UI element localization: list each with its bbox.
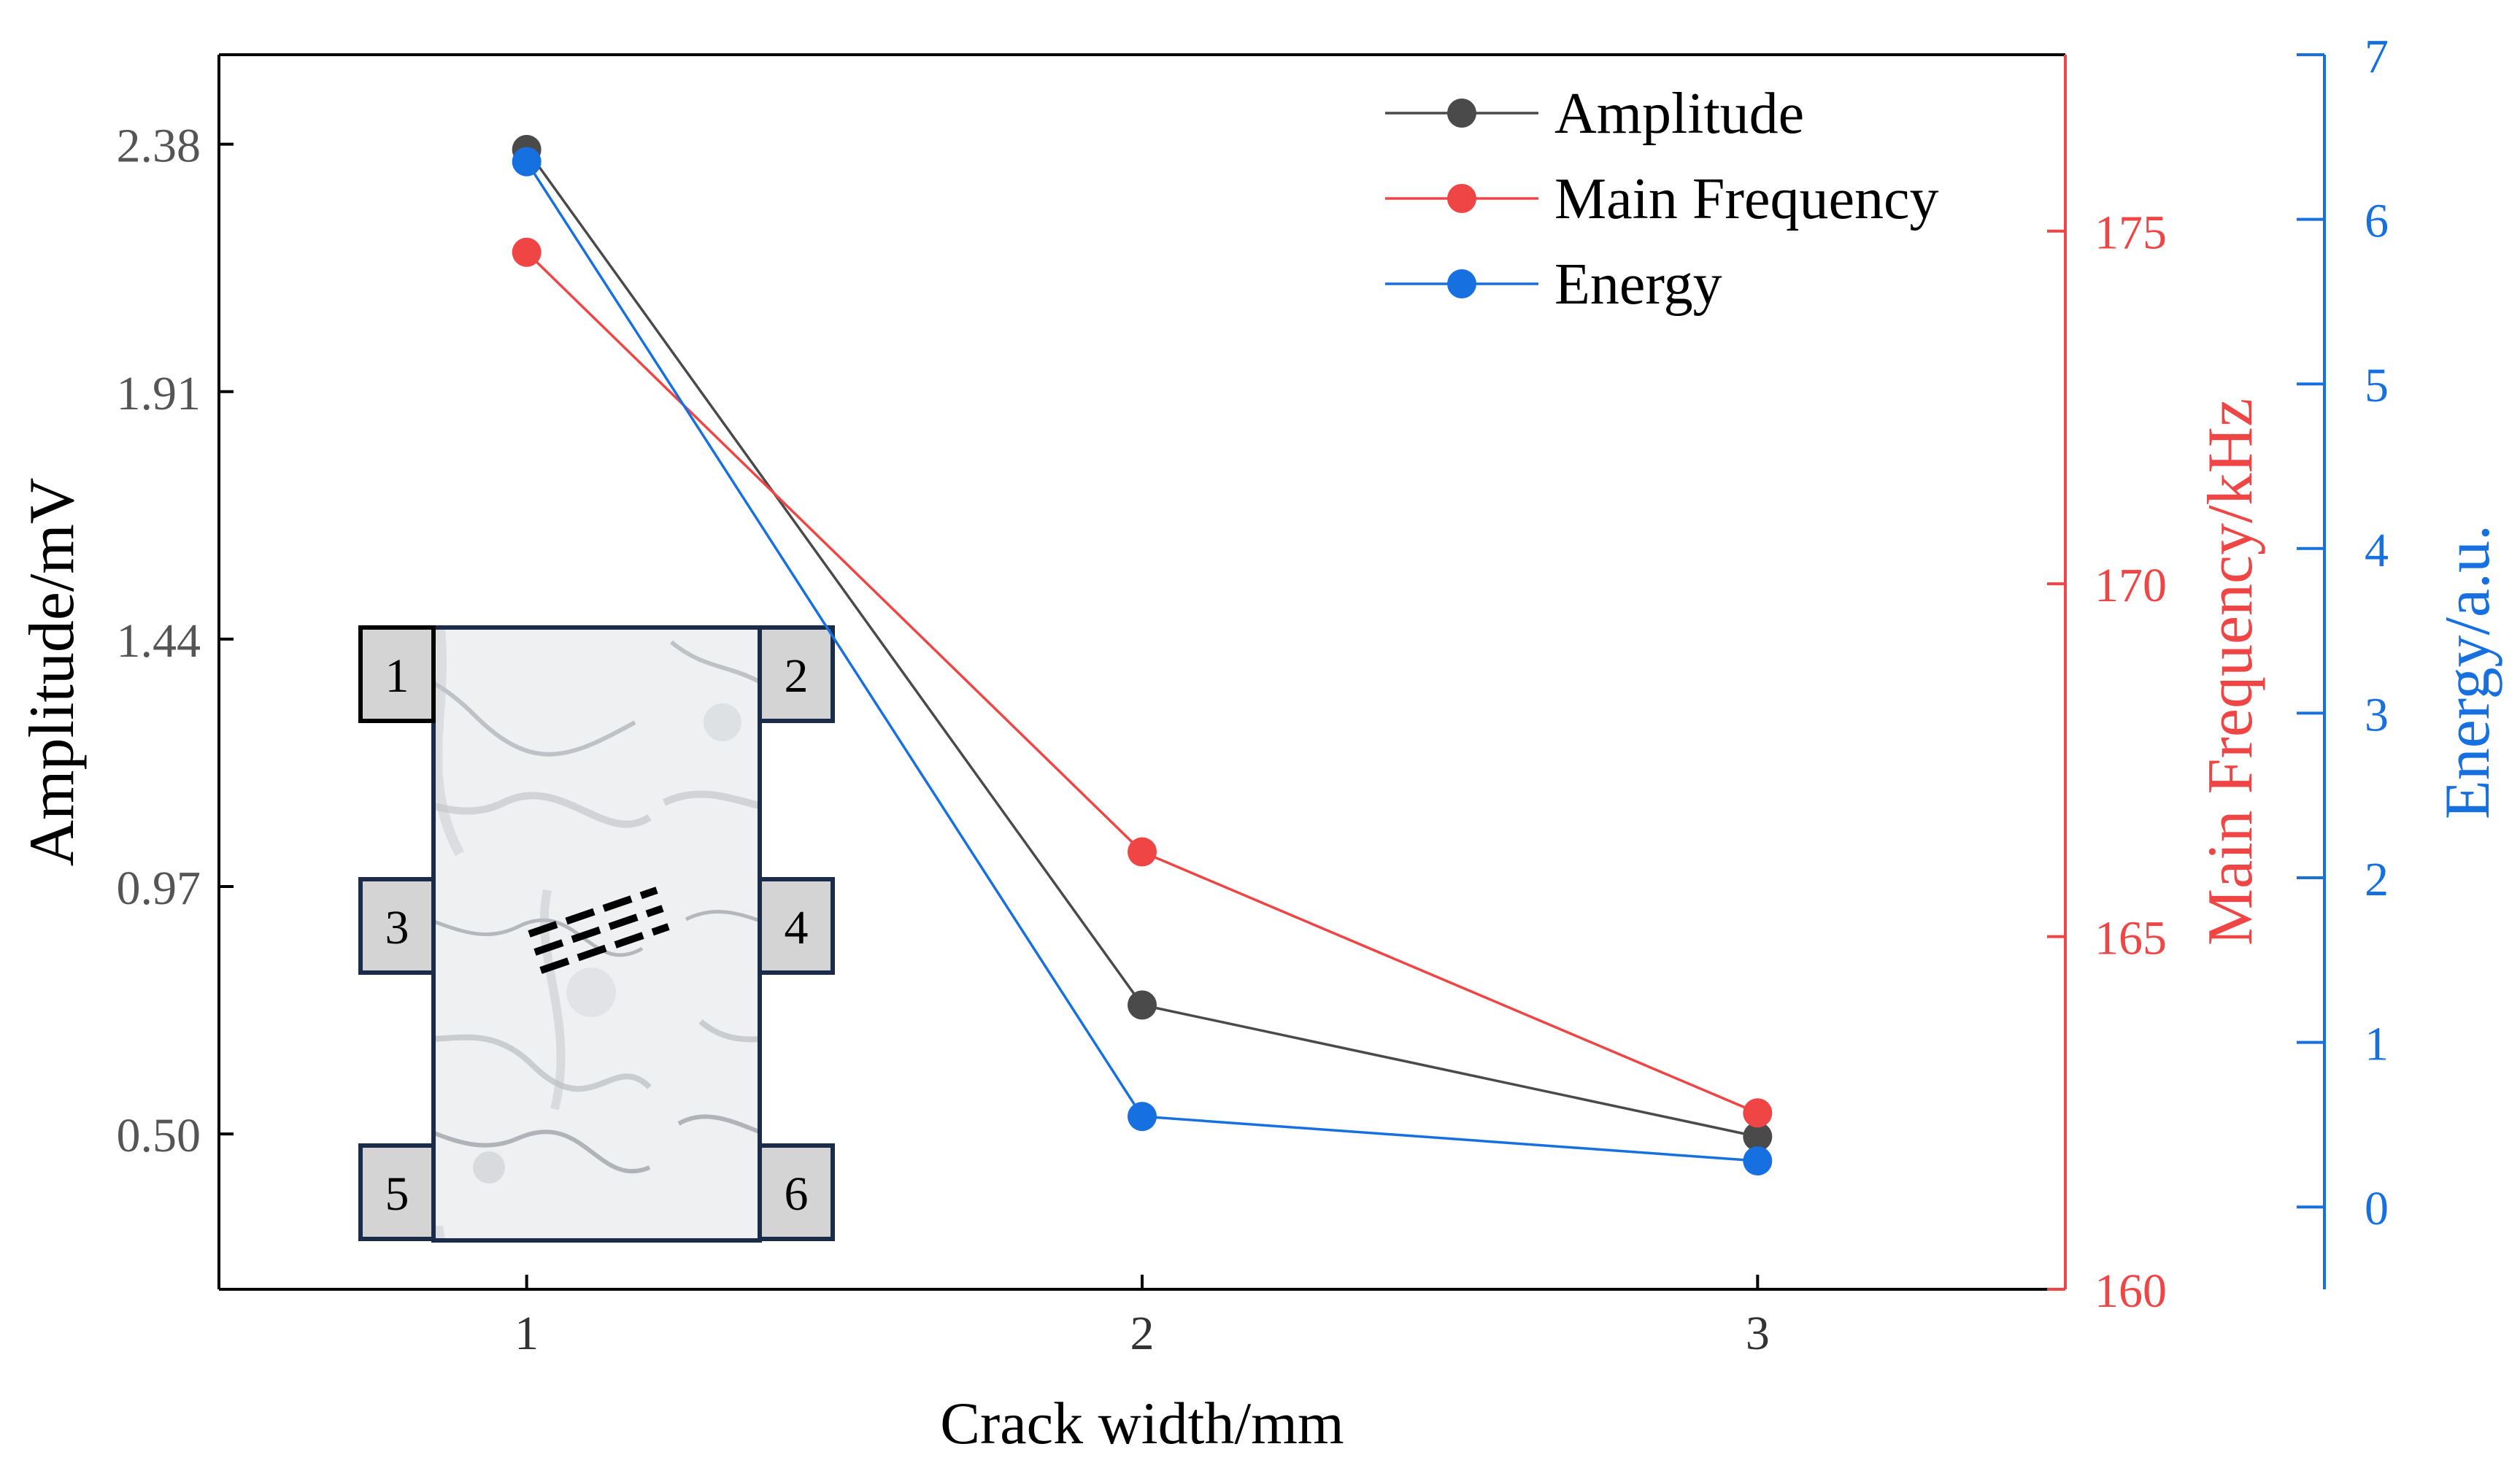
x-tick-label: 2 — [1130, 1307, 1155, 1360]
sensor-4 — [758, 877, 835, 975]
crack-mark-3 — [539, 923, 670, 974]
data-point-main-frequency-3 — [1743, 1098, 1773, 1128]
sensor-2 — [758, 625, 835, 723]
legend-label: Amplitude — [1554, 82, 1804, 146]
left-tick-label: 2.38 — [117, 120, 201, 173]
sensor-label: 1 — [385, 649, 409, 703]
left-tick-label: 1.91 — [117, 367, 201, 420]
left-tick-label: 0.50 — [117, 1109, 201, 1162]
energy-tick-label: 1 — [2365, 1018, 2389, 1071]
energy-tick-label: 0 — [2365, 1182, 2389, 1235]
data-point-main-frequency-2 — [1128, 837, 1157, 867]
energy-tick-label: 6 — [2365, 195, 2389, 248]
left-axis-title: Amplitude/mV — [17, 478, 88, 867]
sensor-label: 6 — [785, 1167, 809, 1221]
sensor-5 — [358, 1143, 436, 1241]
freq-axis-title: Main Frequency/kHz — [2195, 398, 2266, 946]
energy-tick-label: 4 — [2365, 524, 2389, 577]
data-point-energy-2 — [1128, 1102, 1157, 1132]
data-point-main-frequency-1 — [512, 237, 542, 267]
x-tick-label: 3 — [1746, 1307, 1770, 1360]
data-point-energy-3 — [1743, 1146, 1773, 1176]
sensor-label: 4 — [785, 901, 809, 954]
freq-tick-label: 175 — [2095, 206, 2167, 260]
energy-axis-title: Energy/a.u. — [2432, 525, 2503, 819]
sensor-label: 3 — [385, 901, 409, 954]
sensor-1 — [358, 625, 436, 723]
crack-mark-2 — [533, 905, 664, 956]
sensor-3 — [358, 877, 436, 975]
left-tick-label: 1.44 — [117, 614, 201, 668]
sensor-label: 2 — [785, 649, 809, 703]
legend-marker-1 — [1447, 99, 1476, 128]
energy-tick-label: 2 — [2365, 853, 2389, 906]
legend-marker-3 — [1447, 269, 1476, 298]
freq-tick-label: 160 — [2095, 1264, 2167, 1318]
sensor-label: 5 — [385, 1167, 409, 1221]
legend-label: Energy — [1554, 252, 1722, 317]
energy-tick-label: 7 — [2365, 30, 2389, 83]
x-tick-label: 1 — [515, 1307, 539, 1360]
freq-tick-label: 165 — [2095, 912, 2167, 965]
data-point-amplitude-3 — [1743, 1121, 1773, 1151]
x-axis-title: Crack width/mm — [940, 1390, 1344, 1456]
left-tick-label: 0.97 — [117, 862, 201, 915]
sensor-6 — [758, 1143, 835, 1241]
legend-marker-2 — [1447, 184, 1476, 213]
freq-tick-label: 170 — [2095, 559, 2167, 612]
legend-label: Main Frequency — [1554, 167, 1939, 231]
data-point-amplitude-2 — [1128, 990, 1157, 1020]
crack-mark-1 — [528, 887, 658, 938]
data-point-energy-1 — [512, 147, 542, 177]
energy-tick-label: 3 — [2365, 688, 2389, 741]
energy-tick-label: 5 — [2365, 359, 2389, 412]
